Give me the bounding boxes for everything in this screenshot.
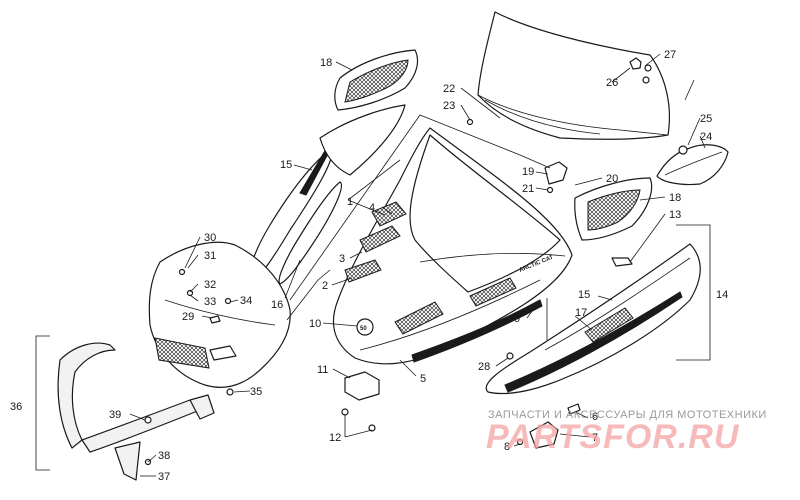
fastener-26-27 xyxy=(629,57,652,84)
callout: 15 xyxy=(280,159,292,171)
callout: 1 xyxy=(347,196,353,208)
callout: 20 xyxy=(606,173,618,185)
side-panel-right xyxy=(485,243,701,395)
callout: 27 xyxy=(664,49,676,61)
visor-lens xyxy=(656,144,729,186)
callout: 29 xyxy=(182,311,194,323)
callout: 2 xyxy=(322,280,328,292)
callout: 4 xyxy=(369,202,375,214)
hood-badge: 50 xyxy=(360,326,367,332)
windshield xyxy=(477,11,670,140)
callout: 23 xyxy=(443,100,455,112)
fastener-25 xyxy=(678,145,688,155)
callout: 30 xyxy=(204,232,216,244)
callout: 34 xyxy=(240,295,252,307)
callout: 14 xyxy=(716,289,728,301)
side-vent-top xyxy=(334,49,419,111)
callout: 24 xyxy=(700,131,712,143)
callout: 31 xyxy=(204,250,216,262)
callout: 39 xyxy=(109,409,121,421)
watermark: ЗАПЧАСТИ И АКСЕССУАРЫ ДЛЯ МОТОТЕХНИКИ PA… xyxy=(486,409,767,456)
leader-lines xyxy=(35,53,711,477)
callout: 21 xyxy=(522,183,534,195)
bracket-11-12 xyxy=(341,371,380,432)
callout: 9 xyxy=(514,313,520,325)
bracket-19-21 xyxy=(544,161,568,194)
callout: 25 xyxy=(700,113,712,125)
callout: 13 xyxy=(669,209,681,221)
callout: 17 xyxy=(575,307,587,319)
main-hood: ARCTIC CAT 50 xyxy=(332,127,573,365)
callout: 11 xyxy=(317,364,328,376)
callout: 3 xyxy=(339,253,345,265)
nose-cowl xyxy=(148,241,291,388)
side-vent-right xyxy=(574,177,653,241)
callout: 37 xyxy=(158,471,170,483)
callout: 19 xyxy=(522,166,534,178)
callout: 15 xyxy=(578,289,590,301)
watermark-tagline: ЗАПЧАСТИ И АКСЕССУАРЫ ДЛЯ МОТОТЕХНИКИ xyxy=(488,409,767,421)
callout: 28 xyxy=(478,361,490,373)
callout: 36 xyxy=(10,401,22,413)
front-bumper xyxy=(57,342,215,481)
callout: 32 xyxy=(204,279,216,291)
fastener-13 xyxy=(611,257,633,267)
callout: 6 xyxy=(592,411,598,423)
fastener-28 xyxy=(506,352,514,360)
callout: 33 xyxy=(204,296,216,308)
callout: 18 xyxy=(669,192,681,204)
callout: 18 xyxy=(320,57,332,69)
callout: 26 xyxy=(606,77,618,89)
callout: 10 xyxy=(309,318,321,330)
hood-upper xyxy=(319,104,406,176)
callout: 7 xyxy=(592,432,598,444)
fastener-23 xyxy=(466,118,474,126)
callout: 35 xyxy=(250,386,262,398)
bracket-6-8 xyxy=(516,403,581,449)
fasteners-29-34 xyxy=(178,268,234,396)
callout: 8 xyxy=(504,441,510,453)
side-trim-left xyxy=(249,147,342,285)
callout: 22 xyxy=(443,83,455,95)
callout-numbers: 1 2 3 4 5 6 7 8 9 10 11 12 13 14 15 15 1… xyxy=(10,49,728,483)
callout: 5 xyxy=(420,373,426,385)
watermark-brand: PARTSFOR.RU xyxy=(486,418,740,456)
callout: 16 xyxy=(271,299,283,311)
callout: 38 xyxy=(158,450,170,462)
callout: 12 xyxy=(329,432,341,444)
